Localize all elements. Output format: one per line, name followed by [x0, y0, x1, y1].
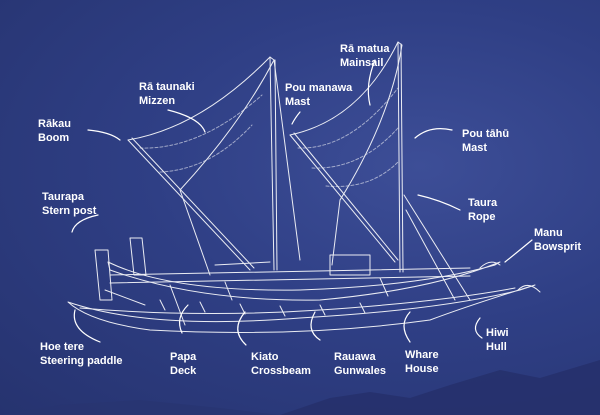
- hull-lower: [67, 284, 536, 333]
- stern-post: [94, 249, 113, 301]
- mizzen-boom: [127, 137, 255, 271]
- steering-paddle: [104, 284, 186, 326]
- main-mast: [397, 41, 404, 273]
- main-boom: [289, 132, 399, 263]
- main-sail: [289, 41, 403, 201]
- whare-house: [329, 254, 371, 276]
- hull-upper: [107, 261, 501, 301]
- mizzen-sail: [127, 56, 275, 191]
- mizzen-mast: [269, 56, 278, 271]
- canoe-lines: [67, 41, 541, 333]
- leader-lines: [71, 59, 533, 346]
